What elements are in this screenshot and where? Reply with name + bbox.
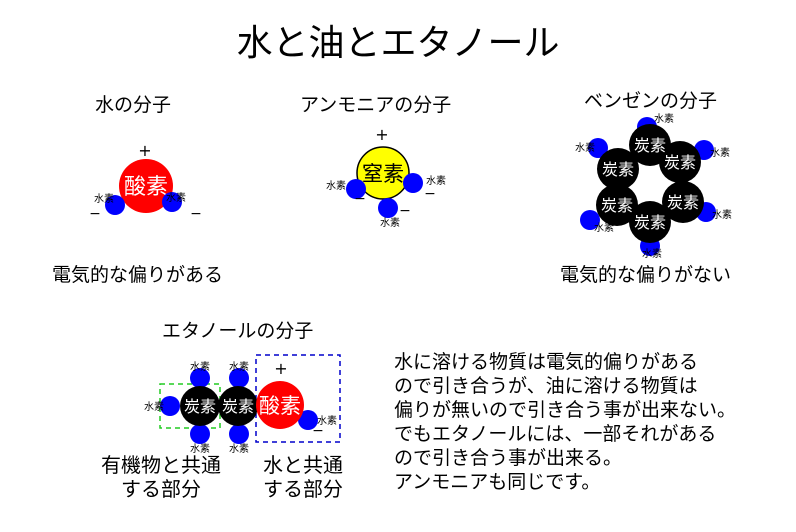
- ethanol-hydrogen-label: 水素: [190, 360, 210, 373]
- water-hydrogen-left-label: 水素: [94, 192, 114, 205]
- ethanol-oxygen-label: 酸素: [259, 394, 301, 418]
- ammonia-minus-right: −: [424, 186, 436, 202]
- benzene-carbon-label: 炭素: [664, 153, 696, 172]
- water-minus-right: −: [190, 206, 202, 222]
- ethanol-carbon: [180, 386, 220, 426]
- benzene-carbon: [596, 184, 638, 226]
- water-oxygen-label: 酸素: [124, 175, 168, 200]
- benzene-caption: 電気的な偏りがない: [560, 264, 732, 286]
- ammonia-minus-left: −: [354, 191, 366, 207]
- ethanol-carbon: [218, 386, 258, 426]
- ethanol-plus-sign: +: [274, 359, 287, 378]
- benzene-carbon-label: 炭素: [667, 193, 699, 212]
- explanation-line: ので引き合う事が出来る。: [394, 447, 623, 469]
- benzene-hydrogen-label: 水素: [642, 247, 662, 260]
- ammonia-plus-sign: +: [375, 125, 388, 144]
- ammonia-nitrogen-atom: [356, 146, 410, 200]
- benzene-heading: ベンゼンの分子: [584, 90, 718, 112]
- ethanol-hydrogen-label: 水素: [229, 360, 249, 373]
- ethanol-hydrogen-label: 水素: [229, 442, 249, 455]
- water-oxygen-atom: [119, 159, 173, 213]
- ethanol-molecule: 炭素 炭素 酸素 + 水素 水素 水素 水素 水素 水素 −: [144, 354, 341, 455]
- water-hydrogen-left: [105, 195, 125, 215]
- benzene-hydrogen-label: 水素: [710, 146, 730, 159]
- page-title: 水と油とエタノール: [236, 23, 560, 64]
- benzene-carbon-label: 炭素: [602, 160, 634, 179]
- benzene-carbon: [659, 141, 701, 183]
- water-hydrogen-right: [162, 192, 182, 212]
- ammonia-hydrogen-left: [346, 179, 366, 199]
- ethanol-hydrogen-label: 水素: [317, 414, 337, 427]
- ethanol-hydrogen: [190, 368, 210, 388]
- water-minus-left: −: [89, 206, 101, 222]
- benzene-molecule: 炭素 炭素 炭素 炭素 炭素 炭素 水素 水素 水素 水素 水素 水素: [575, 112, 732, 260]
- ethanol-hydroxyl-hydrogen: [298, 410, 318, 430]
- explanation-line: アンモニアも同じです。: [394, 471, 601, 493]
- water-caption: 電気的な偏りがある: [52, 264, 224, 286]
- ethanol-hydrogen: [229, 368, 249, 388]
- water-molecule: + 酸素 水素 水素 − −: [89, 141, 202, 222]
- water-group-label: 水と共通 する部分: [263, 453, 343, 501]
- ammonia-hydrogen-bottom: [378, 198, 398, 218]
- explanation-line: 偏りが無いので引き合う事が出来ない。: [394, 399, 737, 421]
- benzene-hydrogen: [588, 138, 608, 158]
- ethanol-carbon-label: 炭素: [222, 397, 254, 416]
- benzene-carbon-label: 炭素: [634, 213, 666, 232]
- benzene-hydrogen-label: 水素: [594, 221, 614, 234]
- ethanol-hydrogen-label: 水素: [190, 442, 210, 455]
- ammonia-hydrogen-bottom-label: 水素: [380, 216, 400, 229]
- explanation-text: 水に溶ける物質は電気的偏りがある ので引き合うが、油に溶ける物質は 偏りが無いの…: [394, 350, 736, 494]
- ammonia-nitrogen-label: 窒素: [362, 162, 404, 186]
- benzene-hydrogen-label: 水素: [654, 112, 674, 125]
- benzene-carbon-label: 炭素: [634, 136, 666, 155]
- benzene-hydrogen-label: 水素: [575, 141, 595, 154]
- ethanol-oxygen-atom: [256, 381, 304, 429]
- ammonia-hydrogen-right: [403, 173, 423, 193]
- benzene-carbon: [662, 181, 704, 223]
- ammonia-heading: アンモニアの分子: [300, 94, 452, 116]
- ethanol-hydrogen: [160, 396, 180, 416]
- explanation-line: でもエタノールには、一部それがある: [394, 423, 717, 445]
- benzene-carbon: [629, 201, 671, 243]
- ethanol-heading: エタノールの分子: [162, 320, 314, 342]
- benzene-carbon: [597, 148, 639, 190]
- ammonia-hydrogen-left-label: 水素: [326, 179, 346, 192]
- explanation-line: 水に溶ける物質は電気的偏りがある: [394, 351, 699, 373]
- explanation-line: ので引き合うが、油に溶ける物質は: [394, 375, 698, 397]
- ammonia-hydrogen-right-label: 水素: [426, 174, 446, 187]
- ethanol-minus-sign: −: [312, 423, 324, 439]
- ethanol-hydrogen: [229, 424, 249, 444]
- benzene-hydrogen: [580, 210, 600, 230]
- water-hydrogen-right-label: 水素: [166, 191, 186, 204]
- water-heading: 水の分子: [95, 94, 172, 116]
- benzene-carbon-label: 炭素: [601, 196, 633, 215]
- ammonia-minus-bottom: −: [399, 203, 411, 219]
- ammonia-molecule: + 窒素 水素 水素 水素 − − −: [326, 125, 446, 229]
- water-plus-sign: +: [138, 141, 151, 160]
- organic-group-label: 有機物と共通 する部分: [101, 453, 221, 501]
- ethanol-carbon-label: 炭素: [184, 397, 216, 416]
- ethanol-hydrogen-label: 水素: [144, 400, 164, 413]
- benzene-hydrogen-label: 水素: [712, 208, 732, 221]
- ethanol-hydrogen: [190, 424, 210, 444]
